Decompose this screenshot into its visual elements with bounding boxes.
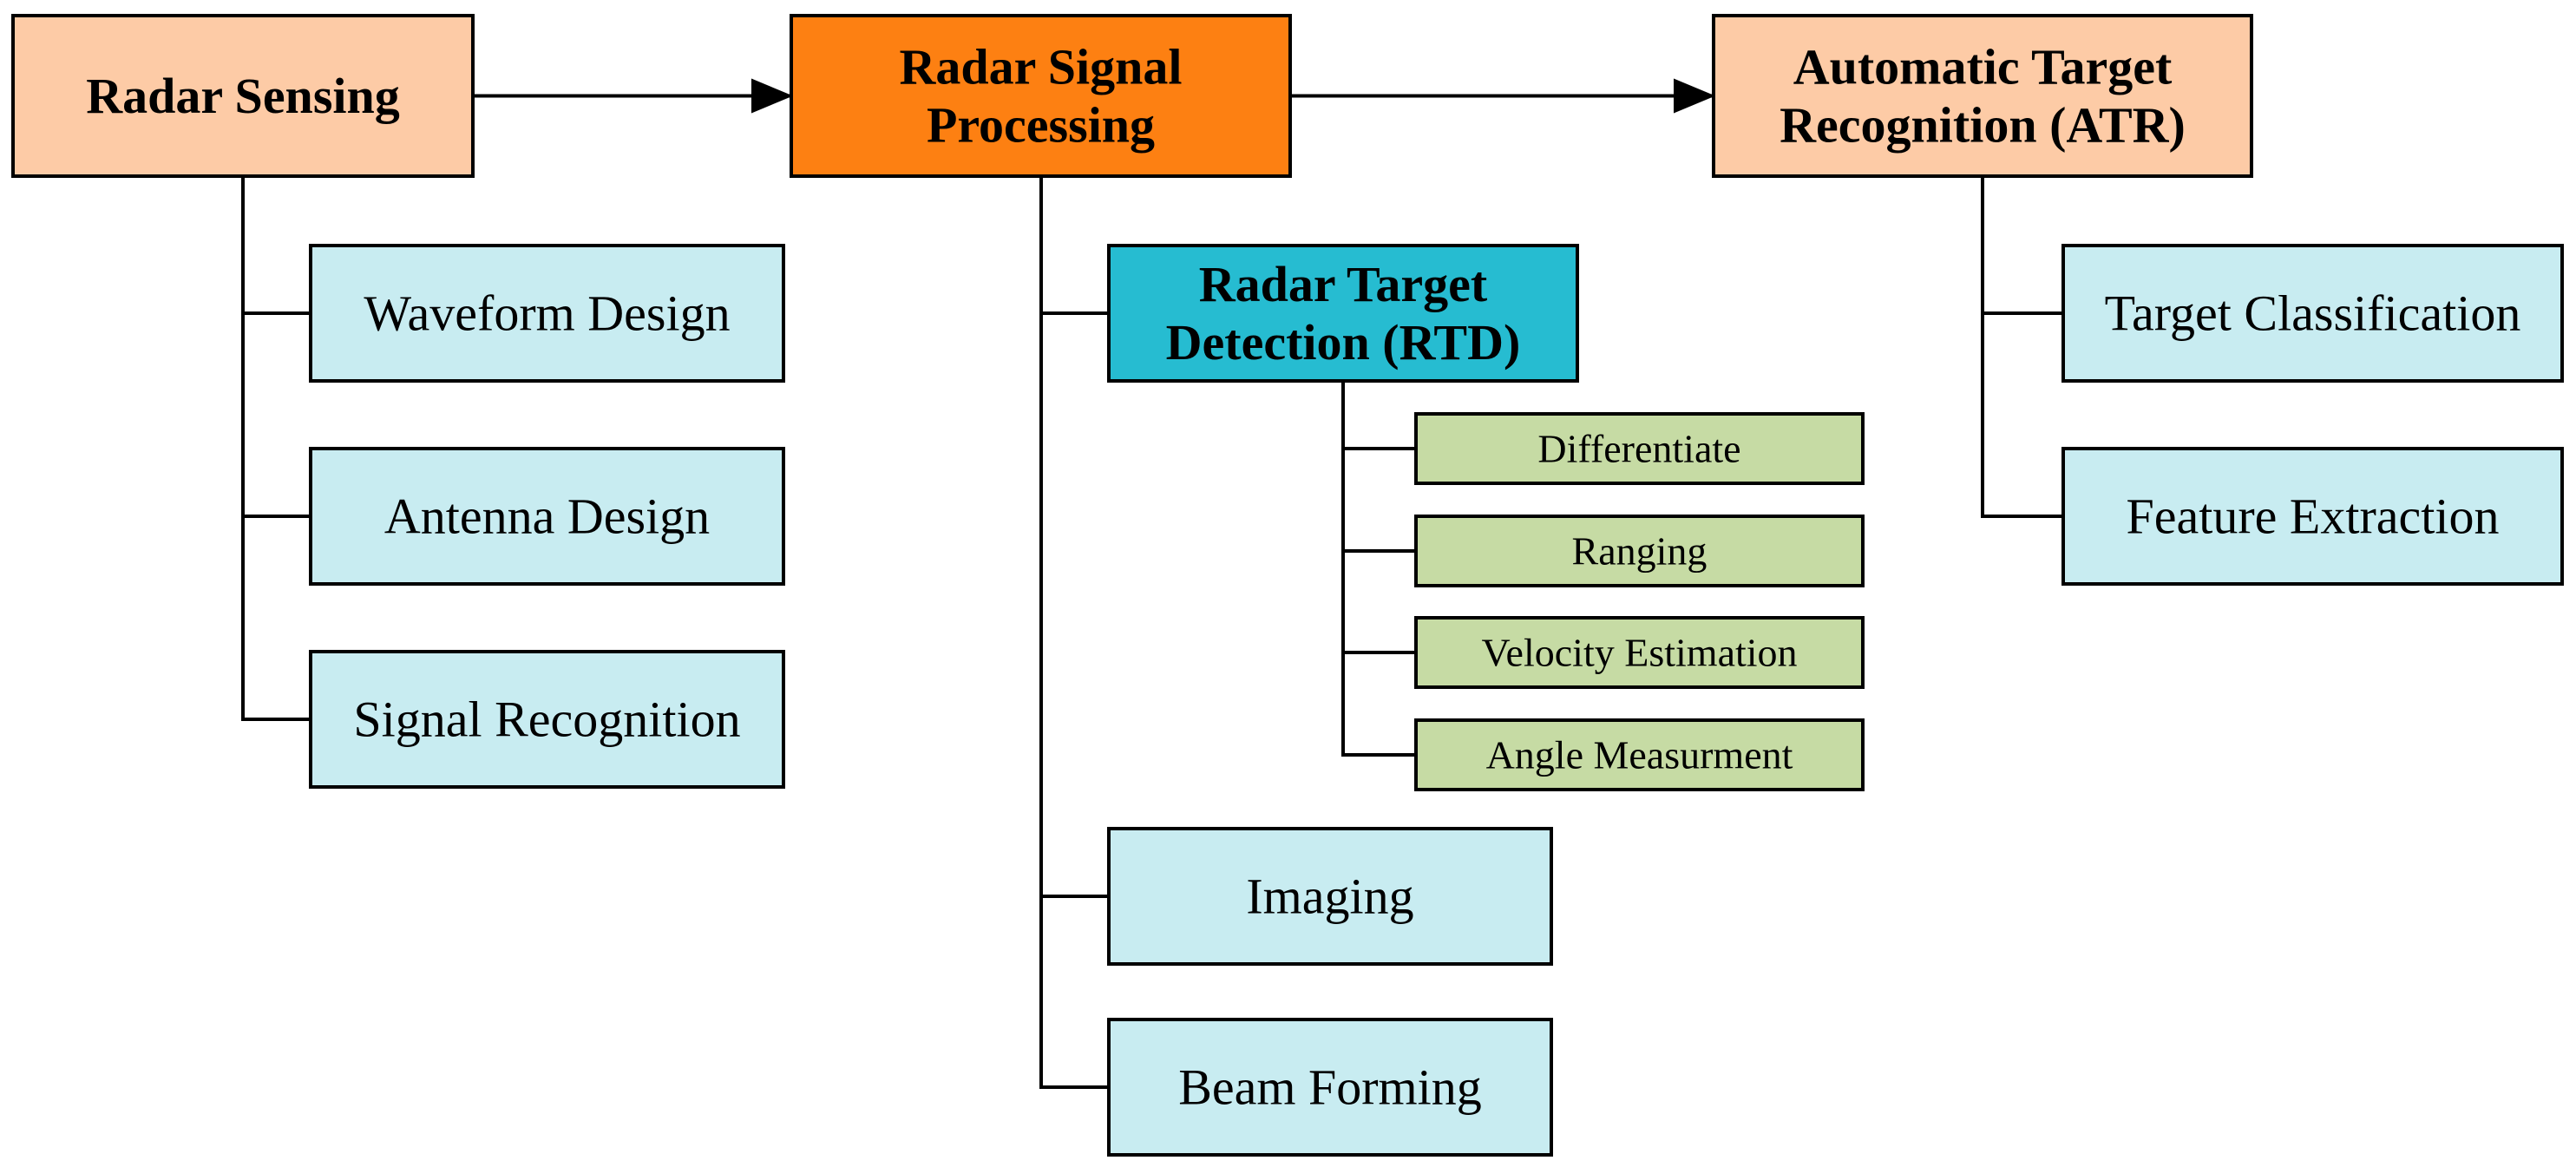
node-box-angle-measurement: [1414, 718, 1865, 791]
node-label-angle-measurement-line-1: Angle Measurment: [1486, 733, 1793, 777]
connector-rtd-to-ranging: [1341, 381, 1416, 553]
node-box-velocity-estimation: [1414, 616, 1865, 689]
node-label-radar-signal-processing-line-2: Processing: [927, 96, 1155, 153]
node-beam-forming: Beam Forming: [1107, 1018, 1553, 1157]
node-signal-recognition: Signal Recognition: [309, 650, 785, 789]
node-label-imaging-line-1: Imaging: [1246, 869, 1413, 925]
node-box-signal-recognition: [309, 650, 785, 789]
connector-rtd-to-differentiate: [1341, 381, 1416, 450]
node-box-waveform-design: [309, 244, 785, 383]
connector-rtd-to-velocity_estimation: [1341, 381, 1416, 654]
connector-radar_signal_processing-to-beam_forming: [1039, 176, 1109, 1089]
node-label-atr-line-1: Automatic Target: [1793, 39, 2173, 95]
edges-layer: [241, 78, 2063, 1089]
node-label-waveform-design-line-1: Waveform Design: [364, 285, 730, 342]
connector-radar_sensing-to-waveform_design: [241, 176, 311, 315]
node-box-differentiate: [1414, 412, 1865, 485]
node-box-imaging: [1107, 827, 1553, 966]
node-label-velocity-estimation-line-1: Velocity Estimation: [1481, 631, 1797, 675]
node-angle-measurement: Angle Measurment: [1414, 718, 1865, 791]
connector-atr-to-target_classification: [1981, 176, 2063, 315]
node-label-target-classification-line-1: Target Classification: [2105, 285, 2521, 342]
node-label-beam-forming-line-1: Beam Forming: [1178, 1059, 1482, 1116]
node-label-ranging-line-1: Ranging: [1572, 529, 1708, 574]
node-label-atr-line-2: Recognition (ATR): [1780, 96, 2186, 153]
connector-atr-to-feature_extraction: [1981, 176, 2063, 518]
node-antenna-design: Antenna Design: [309, 447, 785, 586]
node-box-rtd: [1107, 244, 1579, 383]
node-feature-extraction: Feature Extraction: [2061, 447, 2564, 586]
node-box-ranging: [1414, 515, 1865, 587]
node-radar-sensing: Radar Sensing: [11, 14, 475, 178]
node-label-radar-sensing-line-1: Radar Sensing: [86, 68, 400, 124]
connector-rtd-to-angle_measurement: [1341, 381, 1416, 757]
node-label-differentiate-line-1: Differentiate: [1537, 427, 1740, 471]
node-box-radar-sensing: [11, 14, 475, 178]
node-box-atr: [1712, 14, 2253, 178]
node-label-rtd-line-1: Radar Target: [1199, 256, 1488, 312]
node-differentiate: Differentiate: [1414, 412, 1865, 485]
node-waveform-design: Waveform Design: [309, 244, 785, 383]
node-label-antenna-design-line-1: Antenna Design: [384, 488, 710, 545]
node-label-rtd-line-2: Detection (RTD): [1166, 314, 1521, 370]
node-imaging: Imaging: [1107, 827, 1553, 966]
node-box-feature-extraction: [2061, 447, 2564, 586]
connector-radar_sensing-to-signal_recognition: [241, 176, 311, 721]
node-box-beam-forming: [1107, 1018, 1553, 1157]
node-ranging: Ranging: [1414, 515, 1865, 587]
node-velocity-estimation: Velocity Estimation: [1414, 616, 1865, 689]
connector-radar_signal_processing-to-imaging: [1039, 176, 1109, 898]
node-label-signal-recognition-line-1: Signal Recognition: [353, 692, 740, 748]
node-box-antenna-design: [309, 447, 785, 586]
node-target-classification: Target Classification: [2061, 244, 2564, 383]
connector-radar_signal_processing-to-rtd: [1039, 176, 1109, 315]
node-box-target-classification: [2061, 244, 2564, 383]
node-box-radar-signal-processing: [790, 14, 1292, 178]
node-label-feature-extraction-line-1: Feature Extraction: [2127, 488, 2500, 545]
connector-radar_sensing-to-antenna_design: [241, 176, 311, 518]
node-label-radar-signal-processing-line-1: Radar Signal: [899, 39, 1182, 95]
